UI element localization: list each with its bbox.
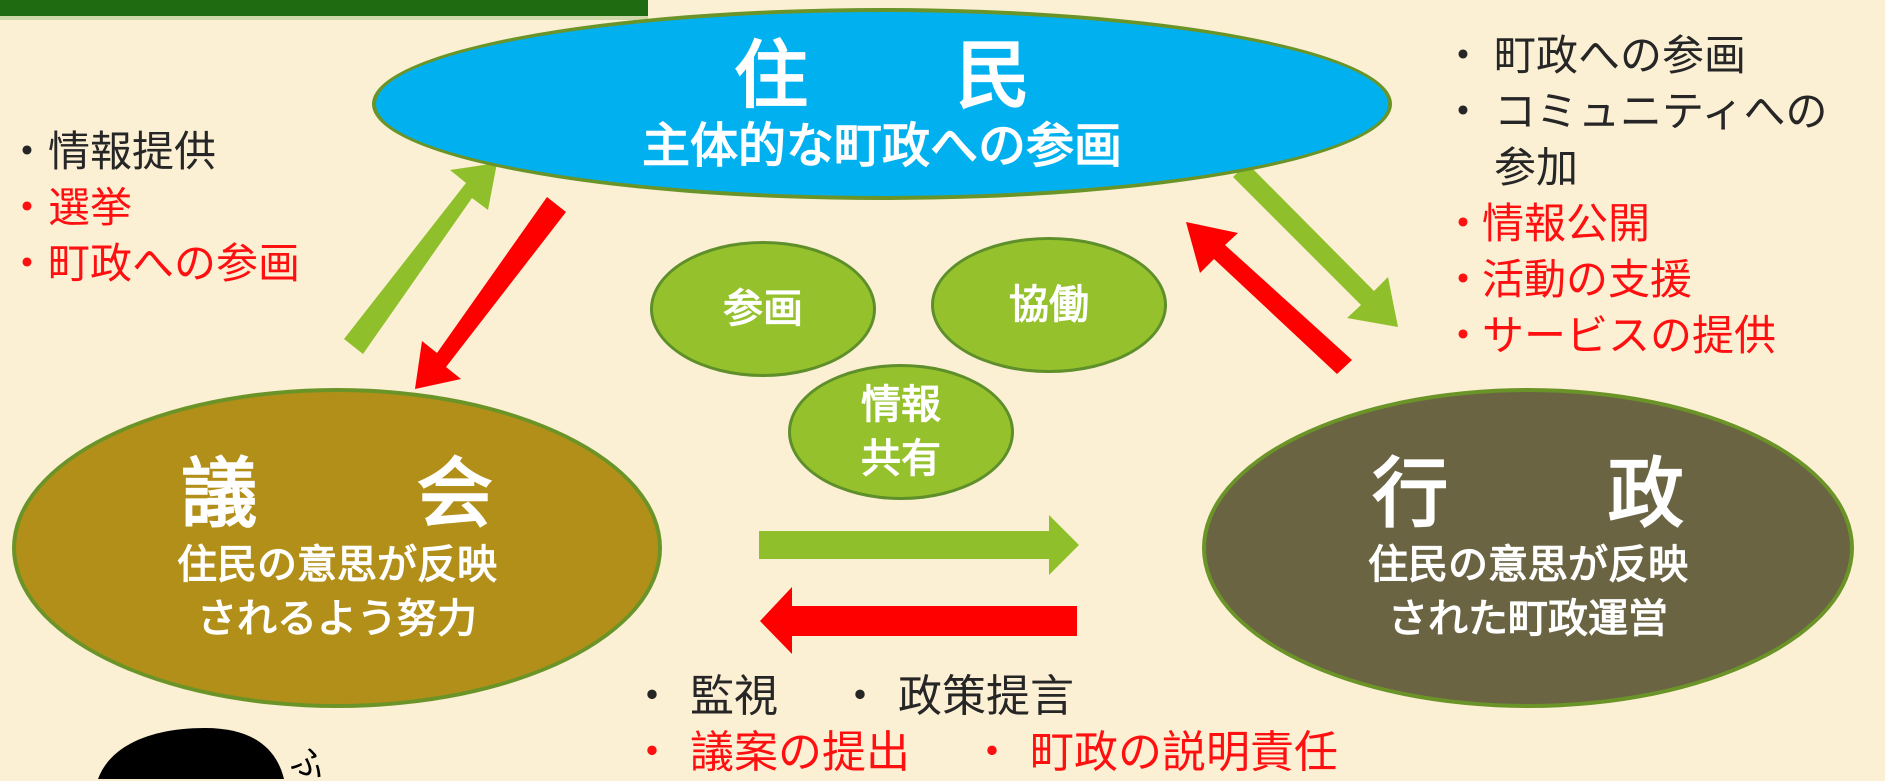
arrow-resident-to-council: [415, 197, 566, 389]
administration-ellipse: 行 政 住民の意思が反映 された町政運営: [1202, 388, 1854, 708]
bullet: ・: [1442, 87, 1485, 136]
collaboration-ellipse: 協働: [931, 237, 1167, 373]
list-item: ・ 情報提供: [6, 124, 300, 180]
list-item-text: 町政の説明責任: [1030, 727, 1338, 778]
bullet: ・: [6, 127, 49, 176]
list-item-text: 選挙: [48, 183, 133, 232]
list-item-text: 町政への参画: [48, 239, 301, 288]
administration-line-2: された町政運営: [1388, 596, 1668, 642]
arrow-council-to-resident: [344, 163, 497, 354]
list-item-text: 情報提供: [48, 127, 217, 176]
bullet: ・: [1442, 311, 1485, 360]
information-sharing-ellipse: 情報 共有: [788, 364, 1014, 500]
mascot-head: [98, 728, 284, 779]
list-item-text: 監視: [690, 671, 778, 722]
title-bar: [0, 0, 648, 20]
administration-line-1: 住民の意思が反映: [1368, 542, 1688, 588]
council-title: 議 会: [181, 449, 535, 538]
list-row: ・ 監視 ・ 政策提言: [630, 669, 1338, 725]
council-to-resident-list: ・ 情報提供 ・ 選挙 ・ 町政への参画: [6, 124, 300, 292]
council-line-2: されるよう努力: [197, 596, 477, 642]
list-item-text: 参加: [1494, 143, 1579, 192]
list-item-text: 町政への参画: [1494, 31, 1747, 80]
list-item-text: サービスの提供: [1482, 311, 1777, 360]
list-item-continuation: 参加: [1442, 140, 1827, 196]
participation-ellipse: 参画: [650, 241, 876, 377]
mascot-text: ふ: [286, 739, 331, 779]
bullet: ・: [630, 727, 674, 778]
list-item-text: 政策提言: [898, 671, 1074, 722]
list-item: ・ 町政への参画: [1442, 28, 1827, 84]
bullet: ・: [1442, 31, 1485, 80]
list-item-text: コミュニティへの: [1494, 87, 1828, 136]
arrow-admin-to-council: [760, 587, 1077, 654]
administration-to-resident-list: ・ 町政への参画 ・ コミュニティへの 参加 ・ 情報公開 ・ 活動の支援 ・ …: [1442, 28, 1827, 364]
information-sharing-line-2: 共有: [861, 436, 941, 482]
bullet: ・: [6, 239, 49, 288]
arrow-admin-to-resident: [1186, 222, 1352, 374]
mascot-illustration: ふ: [98, 728, 331, 779]
bullet: ・: [6, 183, 49, 232]
list-item: ・ 町政への参画: [6, 236, 300, 292]
list-item-text: 議案の提出: [690, 727, 910, 778]
list-item-text: 情報公開: [1482, 199, 1651, 248]
list-item: ・ サービスの提供: [1442, 308, 1827, 364]
arrow-council-to-admin: [759, 515, 1079, 575]
administration-title: 行 政: [1372, 449, 1726, 538]
council-ellipse: 議 会 住民の意思が反映 されるよう努力: [12, 388, 662, 708]
resident-ellipse: 住 民 主体的な町政への参画: [372, 8, 1392, 200]
bullet: ・: [970, 727, 1014, 778]
arrow-resident-to-admin: [1233, 163, 1398, 327]
list-item: ・ 選挙: [6, 180, 300, 236]
bullet: ・: [630, 671, 674, 722]
list-item: ・ 情報公開: [1442, 196, 1827, 252]
list-item: ・ コミュニティへの: [1442, 84, 1827, 140]
list-item-text: 活動の支援: [1482, 255, 1693, 304]
participation-label: 参画: [723, 286, 803, 332]
list-item: ・ 活動の支援: [1442, 252, 1827, 308]
collaboration-label: 協働: [1009, 282, 1089, 328]
council-administration-list: ・ 監視 ・ 政策提言 ・ 議案の提出 ・ 町政の説明責任: [630, 669, 1338, 781]
resident-title: 住 民: [734, 33, 1067, 119]
bullet: ・: [1442, 199, 1485, 248]
list-row: ・ 議案の提出 ・ 町政の説明責任: [630, 725, 1338, 781]
information-sharing-line-1: 情報: [861, 382, 941, 428]
bullet: ・: [838, 671, 882, 722]
bullet: ・: [1442, 255, 1485, 304]
resident-subtitle: 主体的な町政への参画: [641, 118, 1122, 174]
council-line-1: 住民の意思が反映: [177, 542, 497, 588]
